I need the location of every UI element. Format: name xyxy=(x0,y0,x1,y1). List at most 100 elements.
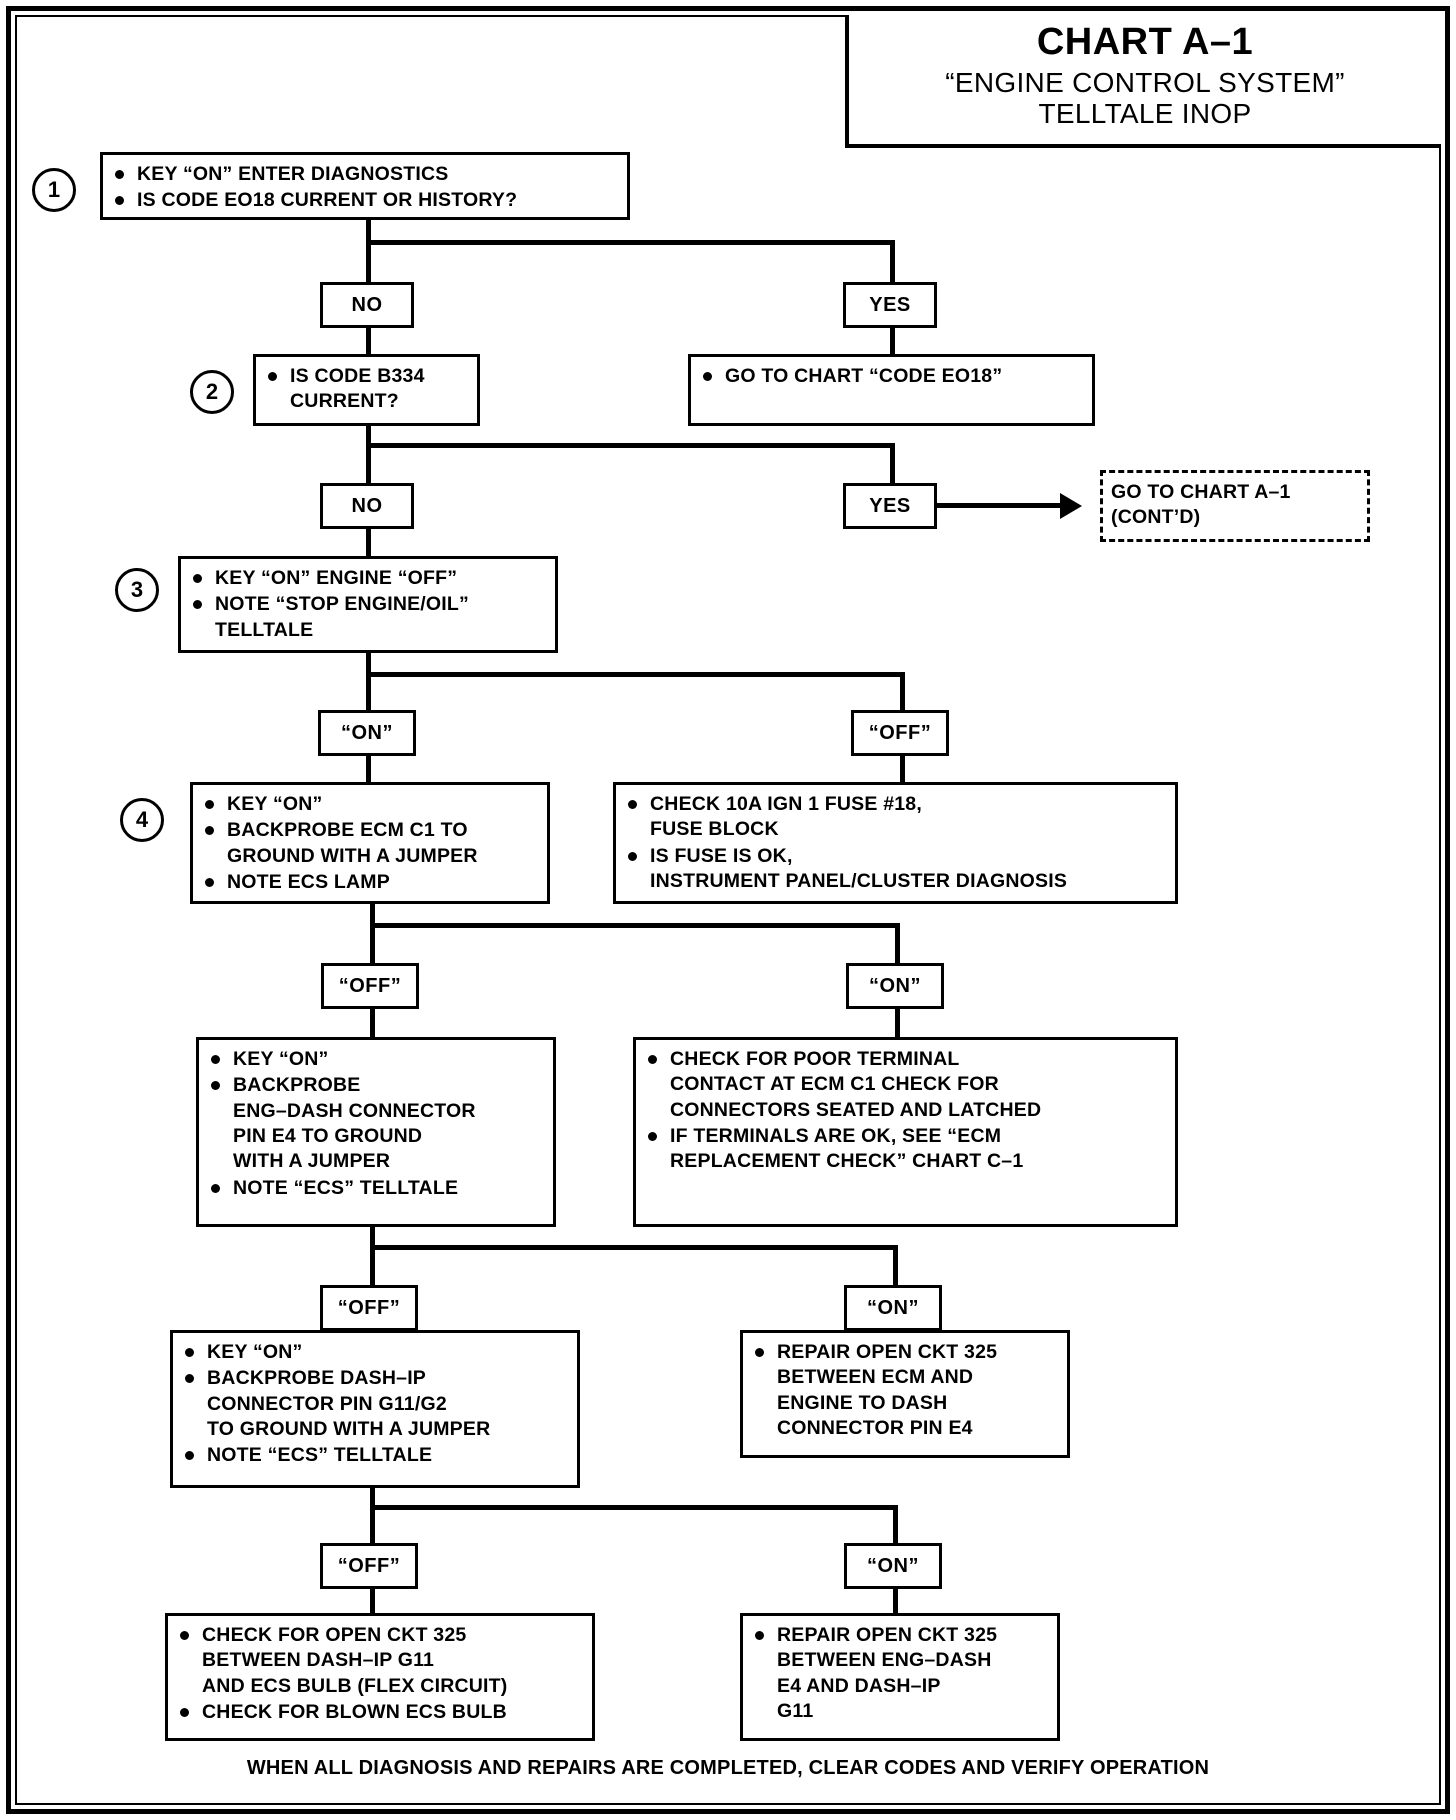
bullet: NOTE “ECS” TELLTALE xyxy=(207,1176,543,1201)
label-text: “OFF” xyxy=(337,1554,401,1577)
bullet: IS CODE B334 CURRENT? xyxy=(264,364,467,415)
connector xyxy=(370,923,375,963)
label-yes-2: YES xyxy=(843,483,937,529)
label-no-1: NO xyxy=(320,282,414,328)
bullet: CHECK FOR POOR TERMINAL CONTACT AT ECM C… xyxy=(644,1047,1165,1123)
connector xyxy=(370,1589,375,1617)
label-text: “OFF” xyxy=(337,1296,401,1319)
bullet: NOTE ECS LAMP xyxy=(201,870,537,895)
label-off-6: “OFF” xyxy=(320,1543,418,1589)
label-off-5: “OFF” xyxy=(320,1285,418,1331)
label-text: YES xyxy=(869,293,911,316)
box-step-1: KEY “ON” ENTER DIAGNOSTICS IS CODE EO18 … xyxy=(100,152,630,220)
connector xyxy=(370,1227,375,1251)
box-check-terminal: CHECK FOR POOR TERMINAL CONTACT AT ECM C… xyxy=(633,1037,1178,1227)
chart-subtitle-line1: “ENGINE CONTROL SYSTEM” xyxy=(945,67,1345,98)
chart-title: CHART A–1 xyxy=(1036,21,1254,63)
connector xyxy=(893,1505,898,1545)
connector xyxy=(900,756,905,784)
box-step-2: IS CODE B334 CURRENT? xyxy=(253,354,480,426)
label-text: “ON” xyxy=(867,1296,919,1319)
connector xyxy=(366,672,905,677)
label-on-6: “ON” xyxy=(844,1543,942,1589)
box-step-4: KEY “ON” BACKPROBE ECM C1 TO GROUND WITH… xyxy=(190,782,550,904)
connector xyxy=(895,1009,900,1037)
bullet: CHECK FOR OPEN CKT 325 BETWEEN DASH–IP G… xyxy=(176,1623,582,1699)
connector xyxy=(370,923,900,928)
box-step-3-bullets: KEY “ON” ENGINE “OFF” NOTE “STOP ENGINE/… xyxy=(189,566,545,643)
connector xyxy=(890,240,895,282)
label-text: “ON” xyxy=(341,721,393,744)
bullet: NOTE “STOP ENGINE/OIL” TELLTALE xyxy=(189,592,545,643)
connector xyxy=(366,443,371,483)
label-text: YES xyxy=(869,494,911,517)
bullet: IF TERMINALS ARE OK, SEE “ECM REPLACEMEN… xyxy=(644,1124,1165,1175)
connector xyxy=(900,672,905,710)
label-yes-1: YES xyxy=(843,282,937,328)
bullet: CHECK 10A IGN 1 FUSE #18, FUSE BLOCK xyxy=(624,792,1165,843)
box-check-open-ckt-325: CHECK FOR OPEN CKT 325 BETWEEN DASH–IP G… xyxy=(165,1613,595,1741)
bullet: BACKPROBE ENG–DASH CONNECTOR PIN E4 TO G… xyxy=(207,1073,543,1174)
connector xyxy=(890,443,895,483)
connector xyxy=(370,1505,898,1510)
connector xyxy=(366,426,371,448)
connector xyxy=(370,1245,898,1250)
box-check-open-ckt-325-bullets: CHECK FOR OPEN CKT 325 BETWEEN DASH–IP G… xyxy=(176,1623,582,1725)
bullet: GO TO CHART “CODE EO18” xyxy=(699,364,1082,389)
box-backprobe-dash-ip-bullets: KEY “ON” BACKPROBE DASH–IP CONNECTOR PIN… xyxy=(181,1340,567,1469)
box-backprobe-dash-ip: KEY “ON” BACKPROBE DASH–IP CONNECTOR PIN… xyxy=(170,1330,580,1488)
label-text: “ON” xyxy=(869,974,921,997)
connector xyxy=(366,653,371,677)
step-number-1: 1 xyxy=(47,177,61,202)
label-on-5: “ON” xyxy=(844,1285,942,1331)
connector xyxy=(370,1488,375,1510)
connector xyxy=(895,923,900,963)
step-circle-3: 3 xyxy=(115,568,159,612)
bullet: KEY “ON” ENTER DIAGNOSTICS xyxy=(111,162,617,187)
box-goto-code-eo18-bullets: GO TO CHART “CODE EO18” xyxy=(699,364,1082,389)
bullet: KEY “ON” xyxy=(207,1047,543,1072)
connector xyxy=(893,1245,898,1287)
connector xyxy=(893,1589,898,1617)
box-repair-eng-dash-to-dash-ip: REPAIR OPEN CKT 325 BETWEEN ENG–DASH E4 … xyxy=(740,1613,1060,1741)
label-text: NO xyxy=(351,293,383,316)
label-text: “ON” xyxy=(867,1554,919,1577)
box-repair-ecm-to-dash: REPAIR OPEN CKT 325 BETWEEN ECM AND ENGI… xyxy=(740,1330,1070,1458)
connector xyxy=(890,328,895,356)
step-number-4: 4 xyxy=(135,807,149,832)
box-check-terminal-bullets: CHECK FOR POOR TERMINAL CONTACT AT ECM C… xyxy=(644,1047,1165,1175)
box-step-3: KEY “ON” ENGINE “OFF” NOTE “STOP ENGINE/… xyxy=(178,556,558,653)
label-off-3: “OFF” xyxy=(851,710,949,756)
box-step-4-bullets: KEY “ON” BACKPROBE ECM C1 TO GROUND WITH… xyxy=(201,792,537,895)
chart-title-block: CHART A–1 “ENGINE CONTROL SYSTEM” TELLTA… xyxy=(845,15,1441,148)
chart-subtitle-line2: TELLTALE INOP xyxy=(1038,98,1252,130)
label-text: “OFF” xyxy=(338,974,402,997)
connector xyxy=(366,220,371,245)
connector xyxy=(370,904,375,928)
step-circle-2: 2 xyxy=(190,370,234,414)
connector xyxy=(366,240,371,282)
box-step-2-bullets: IS CODE B334 CURRENT? xyxy=(264,364,467,415)
connector xyxy=(370,1245,375,1287)
box-backprobe-eng-dash-bullets: KEY “ON” BACKPROBE ENG–DASH CONNECTOR PI… xyxy=(207,1047,543,1201)
bullet: REPAIR OPEN CKT 325 BETWEEN ENG–DASH E4 … xyxy=(751,1623,1047,1724)
box-step-1-bullets: KEY “ON” ENTER DIAGNOSTICS IS CODE EO18 … xyxy=(111,162,617,214)
connector xyxy=(366,756,371,784)
bullet: KEY “ON” xyxy=(201,792,537,817)
bullet: KEY “ON” xyxy=(181,1340,567,1365)
connector xyxy=(366,443,895,448)
page-border-inner xyxy=(15,15,1441,1805)
connector xyxy=(366,240,895,245)
footer-note: WHEN ALL DIAGNOSIS AND REPAIRS ARE COMPL… xyxy=(246,1757,1210,1779)
bullet: BACKPROBE ECM C1 TO GROUND WITH A JUMPER xyxy=(201,818,537,869)
box-backprobe-eng-dash: KEY “ON” BACKPROBE ENG–DASH CONNECTOR PI… xyxy=(196,1037,556,1227)
connector-arrow-line xyxy=(937,503,1067,508)
label-off-4: “OFF” xyxy=(321,963,419,1009)
box-repair-ecm-to-dash-bullets: REPAIR OPEN CKT 325 BETWEEN ECM AND ENGI… xyxy=(751,1340,1057,1441)
step-circle-1: 1 xyxy=(32,168,76,212)
step-number-2: 2 xyxy=(205,379,219,404)
bullet: IS FUSE IS OK, INSTRUMENT PANEL/CLUSTER … xyxy=(624,844,1165,895)
connector xyxy=(370,1009,375,1037)
bullet: CHECK FOR BLOWN ECS BULB xyxy=(176,1700,582,1725)
